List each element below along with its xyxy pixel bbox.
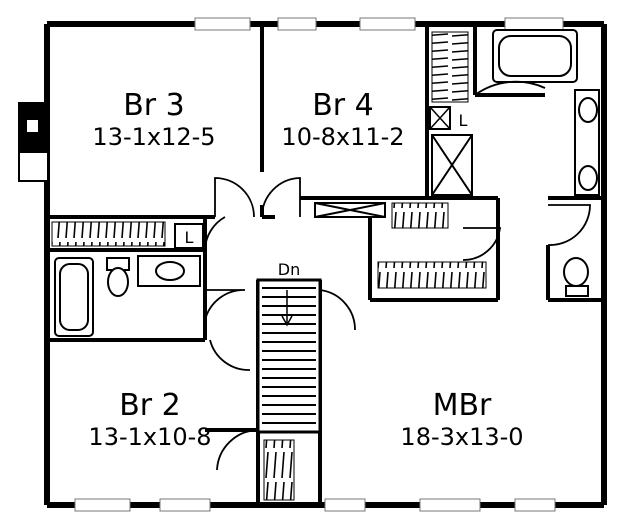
door-swings: [204, 80, 591, 471]
closet-shelving: [51, 31, 487, 501]
room-mbr: MBr 18-3x13-0: [400, 388, 523, 451]
room-br3-dims: 13-1x12-5: [92, 123, 215, 151]
mechanical-chase: [314, 134, 473, 218]
stairs-direction-label: Dn: [278, 260, 300, 279]
room-br4-dims: 10-8x11-2: [281, 123, 404, 151]
room-br2-name: Br 2: [119, 388, 181, 423]
linen-label-master-bath: L: [459, 111, 468, 130]
linen-closet-hall: L: [174, 223, 204, 249]
room-br3-name: Br 3: [123, 88, 185, 123]
linen-closet-master-bath: L: [429, 106, 468, 130]
master-bath-fixtures: [492, 29, 600, 297]
linen-label-hall: L: [185, 228, 194, 247]
chimney: [18, 102, 49, 182]
room-br2-dims: 13-1x10-8: [88, 423, 211, 451]
room-mbr-dims: 18-3x13-0: [400, 423, 523, 451]
room-br4: Br 4 10-8x11-2: [281, 88, 404, 151]
room-mbr-name: MBr: [433, 388, 492, 423]
room-br3: Br 3 13-1x12-5: [92, 88, 215, 151]
stairs: Dn: [256, 260, 322, 434]
hall-bath-fixtures: [54, 255, 201, 337]
room-br4-name: Br 4: [312, 88, 374, 123]
room-br2: Br 2 13-1x10-8: [88, 388, 211, 451]
windows: [74, 17, 564, 512]
